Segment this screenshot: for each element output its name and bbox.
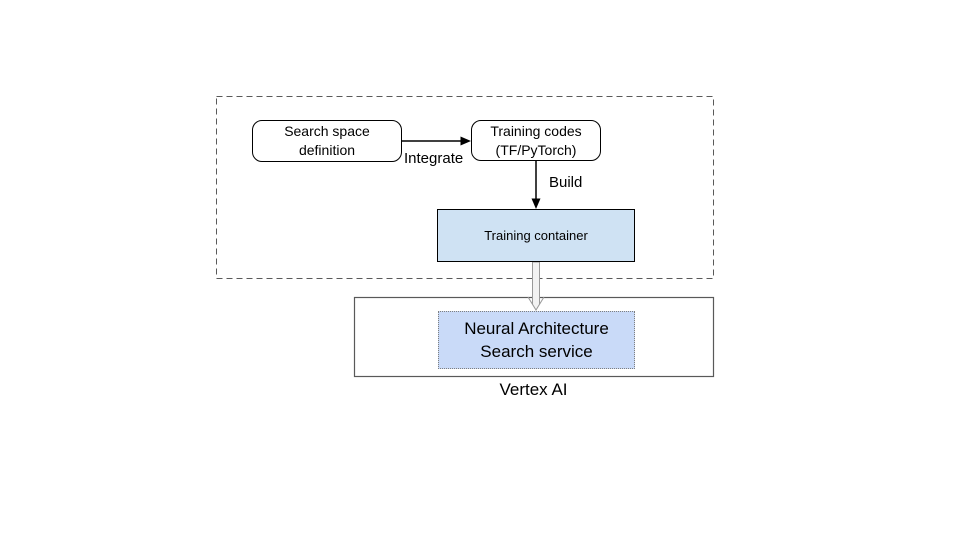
nas-service-label-line2: Search service: [480, 342, 593, 361]
integrate-edge-label: Integrate: [404, 150, 464, 167]
training-container-label: Training container: [484, 228, 588, 243]
submit-hollow-arrow: [527, 261, 545, 311]
search-space-node: Search space definition: [252, 120, 402, 162]
vertex-ai-caption: Vertex AI: [499, 380, 568, 399]
training-codes-label-line1: Training codes: [490, 122, 582, 139]
build-edge-label: Build: [549, 174, 583, 191]
training-container-node: Training container: [437, 209, 635, 262]
search-space-label-line2: definition: [298, 142, 356, 158]
integrate-arrow: [402, 136, 471, 146]
search-space-label-line1: Search space: [284, 123, 370, 139]
nas-service-node: Neural Architecture Search service: [438, 311, 635, 369]
training-codes-node: Training codes (TF/PyTorch): [471, 120, 601, 161]
build-arrow: [531, 161, 541, 209]
training-codes-label-line2: (TF/PyTorch): [495, 141, 577, 158]
nas-service-label-line1: Neural Architecture: [464, 319, 609, 338]
